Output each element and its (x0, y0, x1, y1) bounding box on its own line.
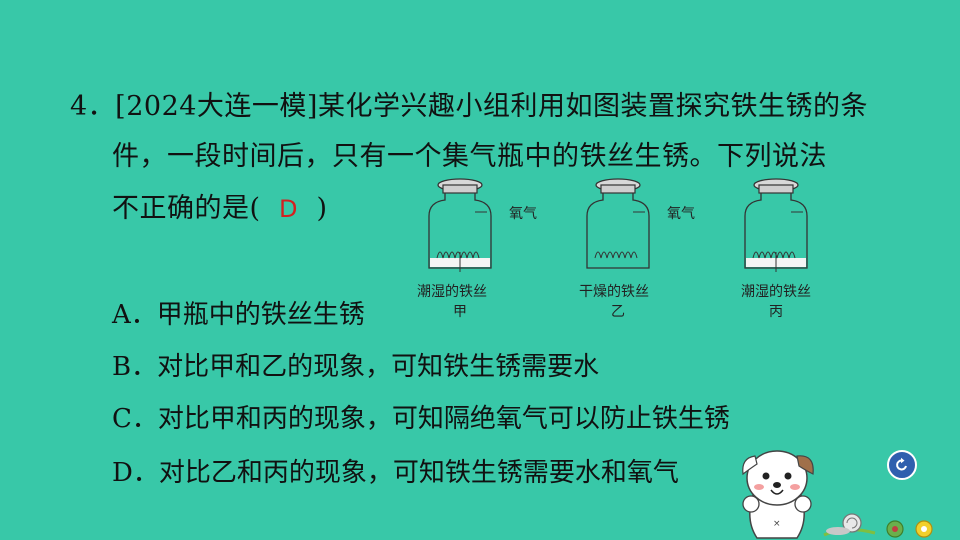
jar-yi: 氧气 干燥的铁丝 乙 (579, 178, 695, 320)
jar-yi-name: 乙 (611, 304, 625, 320)
return-button[interactable] (887, 450, 917, 480)
jar-jia-gas-label: 氧气 (509, 206, 537, 222)
question-line-2: 件，一段时间后，只有一个集气瓶中的铁丝生锈。下列说法 (112, 141, 827, 172)
answer-text: D (279, 195, 299, 223)
jar-yi-wire-label: 干燥的铁丝 (579, 284, 649, 300)
option-c: C．对比甲和丙的现象，可知隔绝氧气可以防止铁生锈 (112, 404, 730, 434)
question-line-1: 4．[2024大连一模]某化学兴趣小组利用如图装置探究铁生锈的条 (70, 91, 868, 122)
snail-decoration-icon (823, 513, 933, 538)
question-line-3: 不正确的是( D) (112, 186, 328, 225)
svg-text:×: × (773, 519, 781, 529)
option-a: A．甲瓶中的铁丝生锈 (112, 300, 365, 330)
return-arrow-icon (896, 457, 907, 471)
jar-yi-gas-label: 氧气 (667, 206, 695, 222)
question-line-3-text: 不正确的是( (112, 193, 261, 224)
jar-bing-wire-label: 潮湿的铁丝 (741, 284, 811, 300)
jar-bing-name: 丙 (769, 304, 783, 320)
question-line-3-close: ) (316, 193, 328, 224)
jar-jia-wire-label: 潮湿的铁丝 (417, 284, 487, 300)
option-b: B．对比甲和乙的现象，可知铁生锈需要水 (112, 352, 600, 382)
puppy-mascot: × (742, 450, 814, 539)
apparatus-figure: 氧气 潮湿的铁丝 甲 氧气 干燥的铁丝 乙 氮气 潮湿的铁丝 丙 (417, 178, 811, 320)
option-d: D．对比乙和丙的现象，可知铁生锈需要水和氧气 (112, 458, 679, 488)
jar-bing: 氮气 潮湿的铁丝 丙 (741, 178, 811, 320)
jar-jia-name: 甲 (453, 304, 467, 320)
jar-jia: 氧气 潮湿的铁丝 甲 (417, 178, 537, 320)
